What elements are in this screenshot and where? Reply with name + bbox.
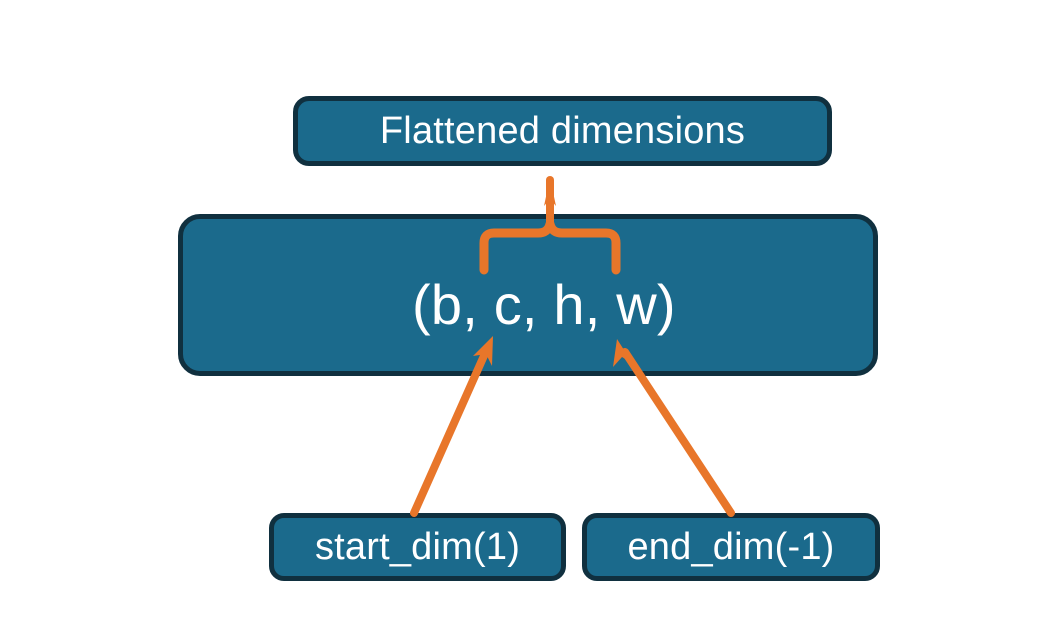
tensor-shape-label: (b, c, h, w)	[412, 273, 676, 336]
arrow-end-dim-stem-icon	[621, 348, 735, 517]
end-dim-label: end_dim(-1)	[627, 526, 835, 568]
brace-pointer-head-icon	[544, 178, 556, 206]
tensor-shape-box[interactable]: (b, c, h, w)	[178, 214, 878, 376]
start-dim-label: start_dim(1)	[314, 526, 521, 568]
start-dim-box[interactable]: start_dim(1)	[269, 513, 566, 581]
flattened-dimensions-box[interactable]: Flattened dimensions	[293, 96, 832, 166]
end-dim-box[interactable]: end_dim(-1)	[582, 513, 880, 581]
flattened-dimensions-label: Flattened dimensions	[379, 110, 746, 152]
